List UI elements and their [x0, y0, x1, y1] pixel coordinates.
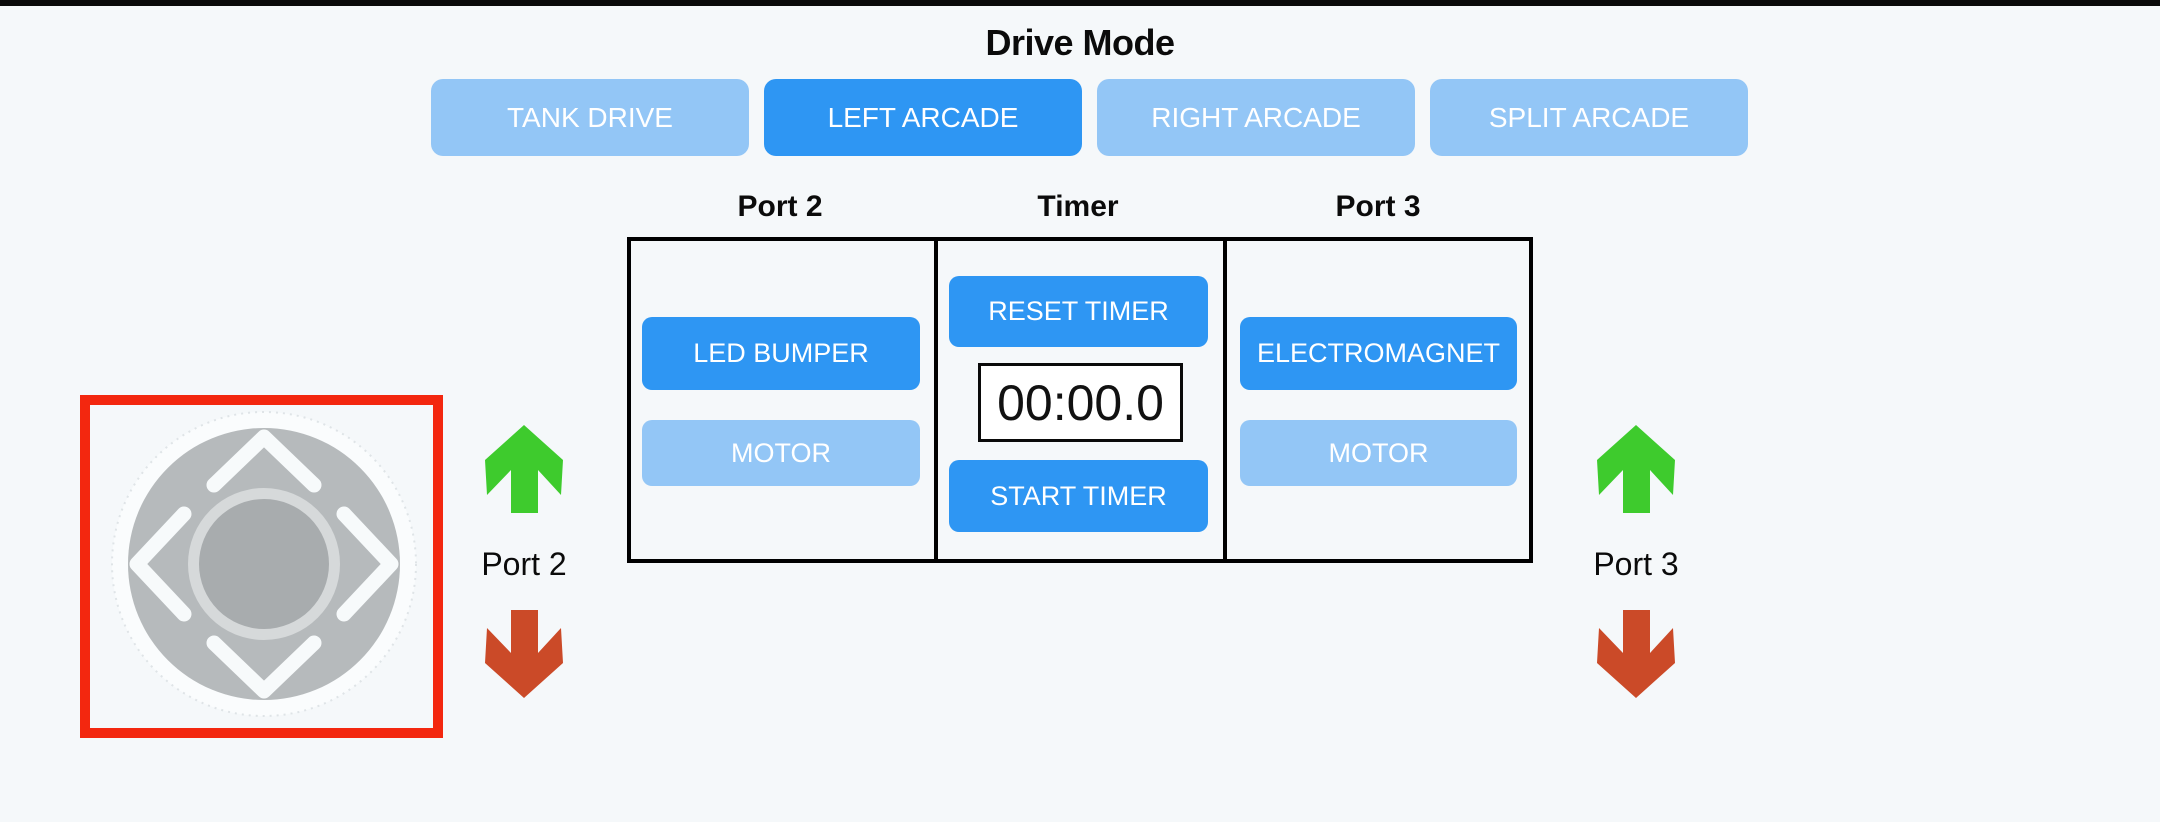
column-header-port3: Port 3 [1335, 190, 1421, 223]
port3-side-label: Port 3 [1593, 546, 1679, 582]
joystick-left-chevron-icon [129, 506, 192, 622]
timer-display: 00:00.0 [978, 363, 1183, 442]
led-bumper-button[interactable]: LED BUMPER [642, 317, 920, 390]
motor-button-port3[interactable]: MOTOR [1240, 420, 1517, 486]
tab-tank-drive[interactable]: TANK DRIVE [431, 79, 749, 156]
column-divider [934, 241, 938, 559]
joystick-graphic [111, 411, 417, 717]
joystick-right-chevron-icon [336, 506, 399, 622]
top-border [0, 0, 2160, 6]
reset-timer-button[interactable]: RESET TIMER [949, 276, 1208, 347]
port3-forward-arrow-icon[interactable] [1597, 425, 1675, 518]
joystick-knob[interactable] [199, 499, 329, 629]
joystick-down-chevron-icon [206, 635, 322, 699]
electromagnet-button[interactable]: ELECTROMAGNET [1240, 317, 1517, 390]
port2-forward-arrow-icon[interactable] [485, 425, 563, 518]
motor-button-port2[interactable]: MOTOR [642, 420, 920, 486]
tab-split-arcade[interactable]: SPLIT ARCADE [1430, 79, 1748, 156]
start-timer-button[interactable]: START TIMER [949, 460, 1208, 532]
joystick-up-chevron-icon [206, 429, 322, 493]
tab-left-arcade[interactable]: LEFT ARCADE [764, 79, 1082, 156]
drive-mode-tabs: TANK DRIVE LEFT ARCADE RIGHT ARCADE SPLI… [431, 79, 1748, 156]
joystick-control[interactable] [80, 395, 443, 738]
port3-reverse-arrow-icon[interactable] [1597, 610, 1675, 703]
port2-reverse-arrow-icon[interactable] [485, 610, 563, 703]
control-panel-table: LED BUMPER MOTOR RESET TIMER 00:00.0 STA… [627, 237, 1533, 563]
column-header-timer: Timer [1037, 190, 1119, 223]
column-divider [1223, 241, 1227, 559]
column-header-port2: Port 2 [737, 190, 823, 223]
port2-side-label: Port 2 [481, 546, 567, 582]
tab-right-arcade[interactable]: RIGHT ARCADE [1097, 79, 1415, 156]
page-title: Drive Mode [985, 22, 1175, 63]
